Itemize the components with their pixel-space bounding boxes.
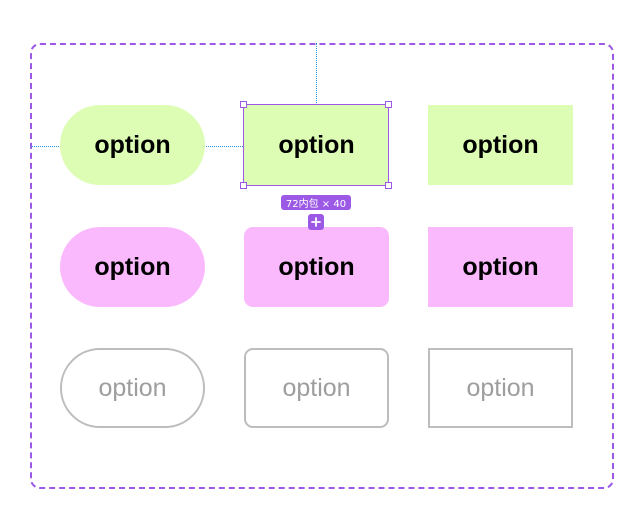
option-label: option xyxy=(466,373,535,402)
resize-handle-top-left[interactable] xyxy=(240,101,247,108)
option-outline-square[interactable]: option xyxy=(428,348,573,428)
option-green-rounded[interactable]: option xyxy=(244,105,389,185)
option-pink-rounded[interactable]: option xyxy=(244,227,389,307)
option-pink-pill[interactable]: option xyxy=(60,227,205,307)
option-green-square[interactable]: option xyxy=(428,105,573,185)
resize-handle-bottom-left[interactable] xyxy=(240,182,247,189)
option-label: option xyxy=(278,130,355,159)
option-label: option xyxy=(98,373,167,402)
option-label: option xyxy=(462,130,539,159)
option-outline-pill[interactable]: option xyxy=(60,348,205,428)
auto-layout-frame[interactable] xyxy=(30,43,614,489)
vertical-spacing-guide xyxy=(316,43,317,105)
size-badge: 72内包 × 40 xyxy=(281,195,351,210)
option-green-pill[interactable]: option xyxy=(60,105,205,185)
option-label: option xyxy=(462,252,539,281)
option-label: option xyxy=(94,130,171,159)
plus-icon xyxy=(311,217,321,227)
option-pink-square[interactable]: option xyxy=(428,227,573,307)
option-outline-rounded[interactable]: option xyxy=(244,348,389,428)
option-label: option xyxy=(278,252,355,281)
add-button[interactable] xyxy=(308,214,324,230)
option-label: option xyxy=(94,252,171,281)
resize-handle-bottom-right[interactable] xyxy=(385,182,392,189)
option-label: option xyxy=(282,373,351,402)
resize-handle-top-right[interactable] xyxy=(385,101,392,108)
